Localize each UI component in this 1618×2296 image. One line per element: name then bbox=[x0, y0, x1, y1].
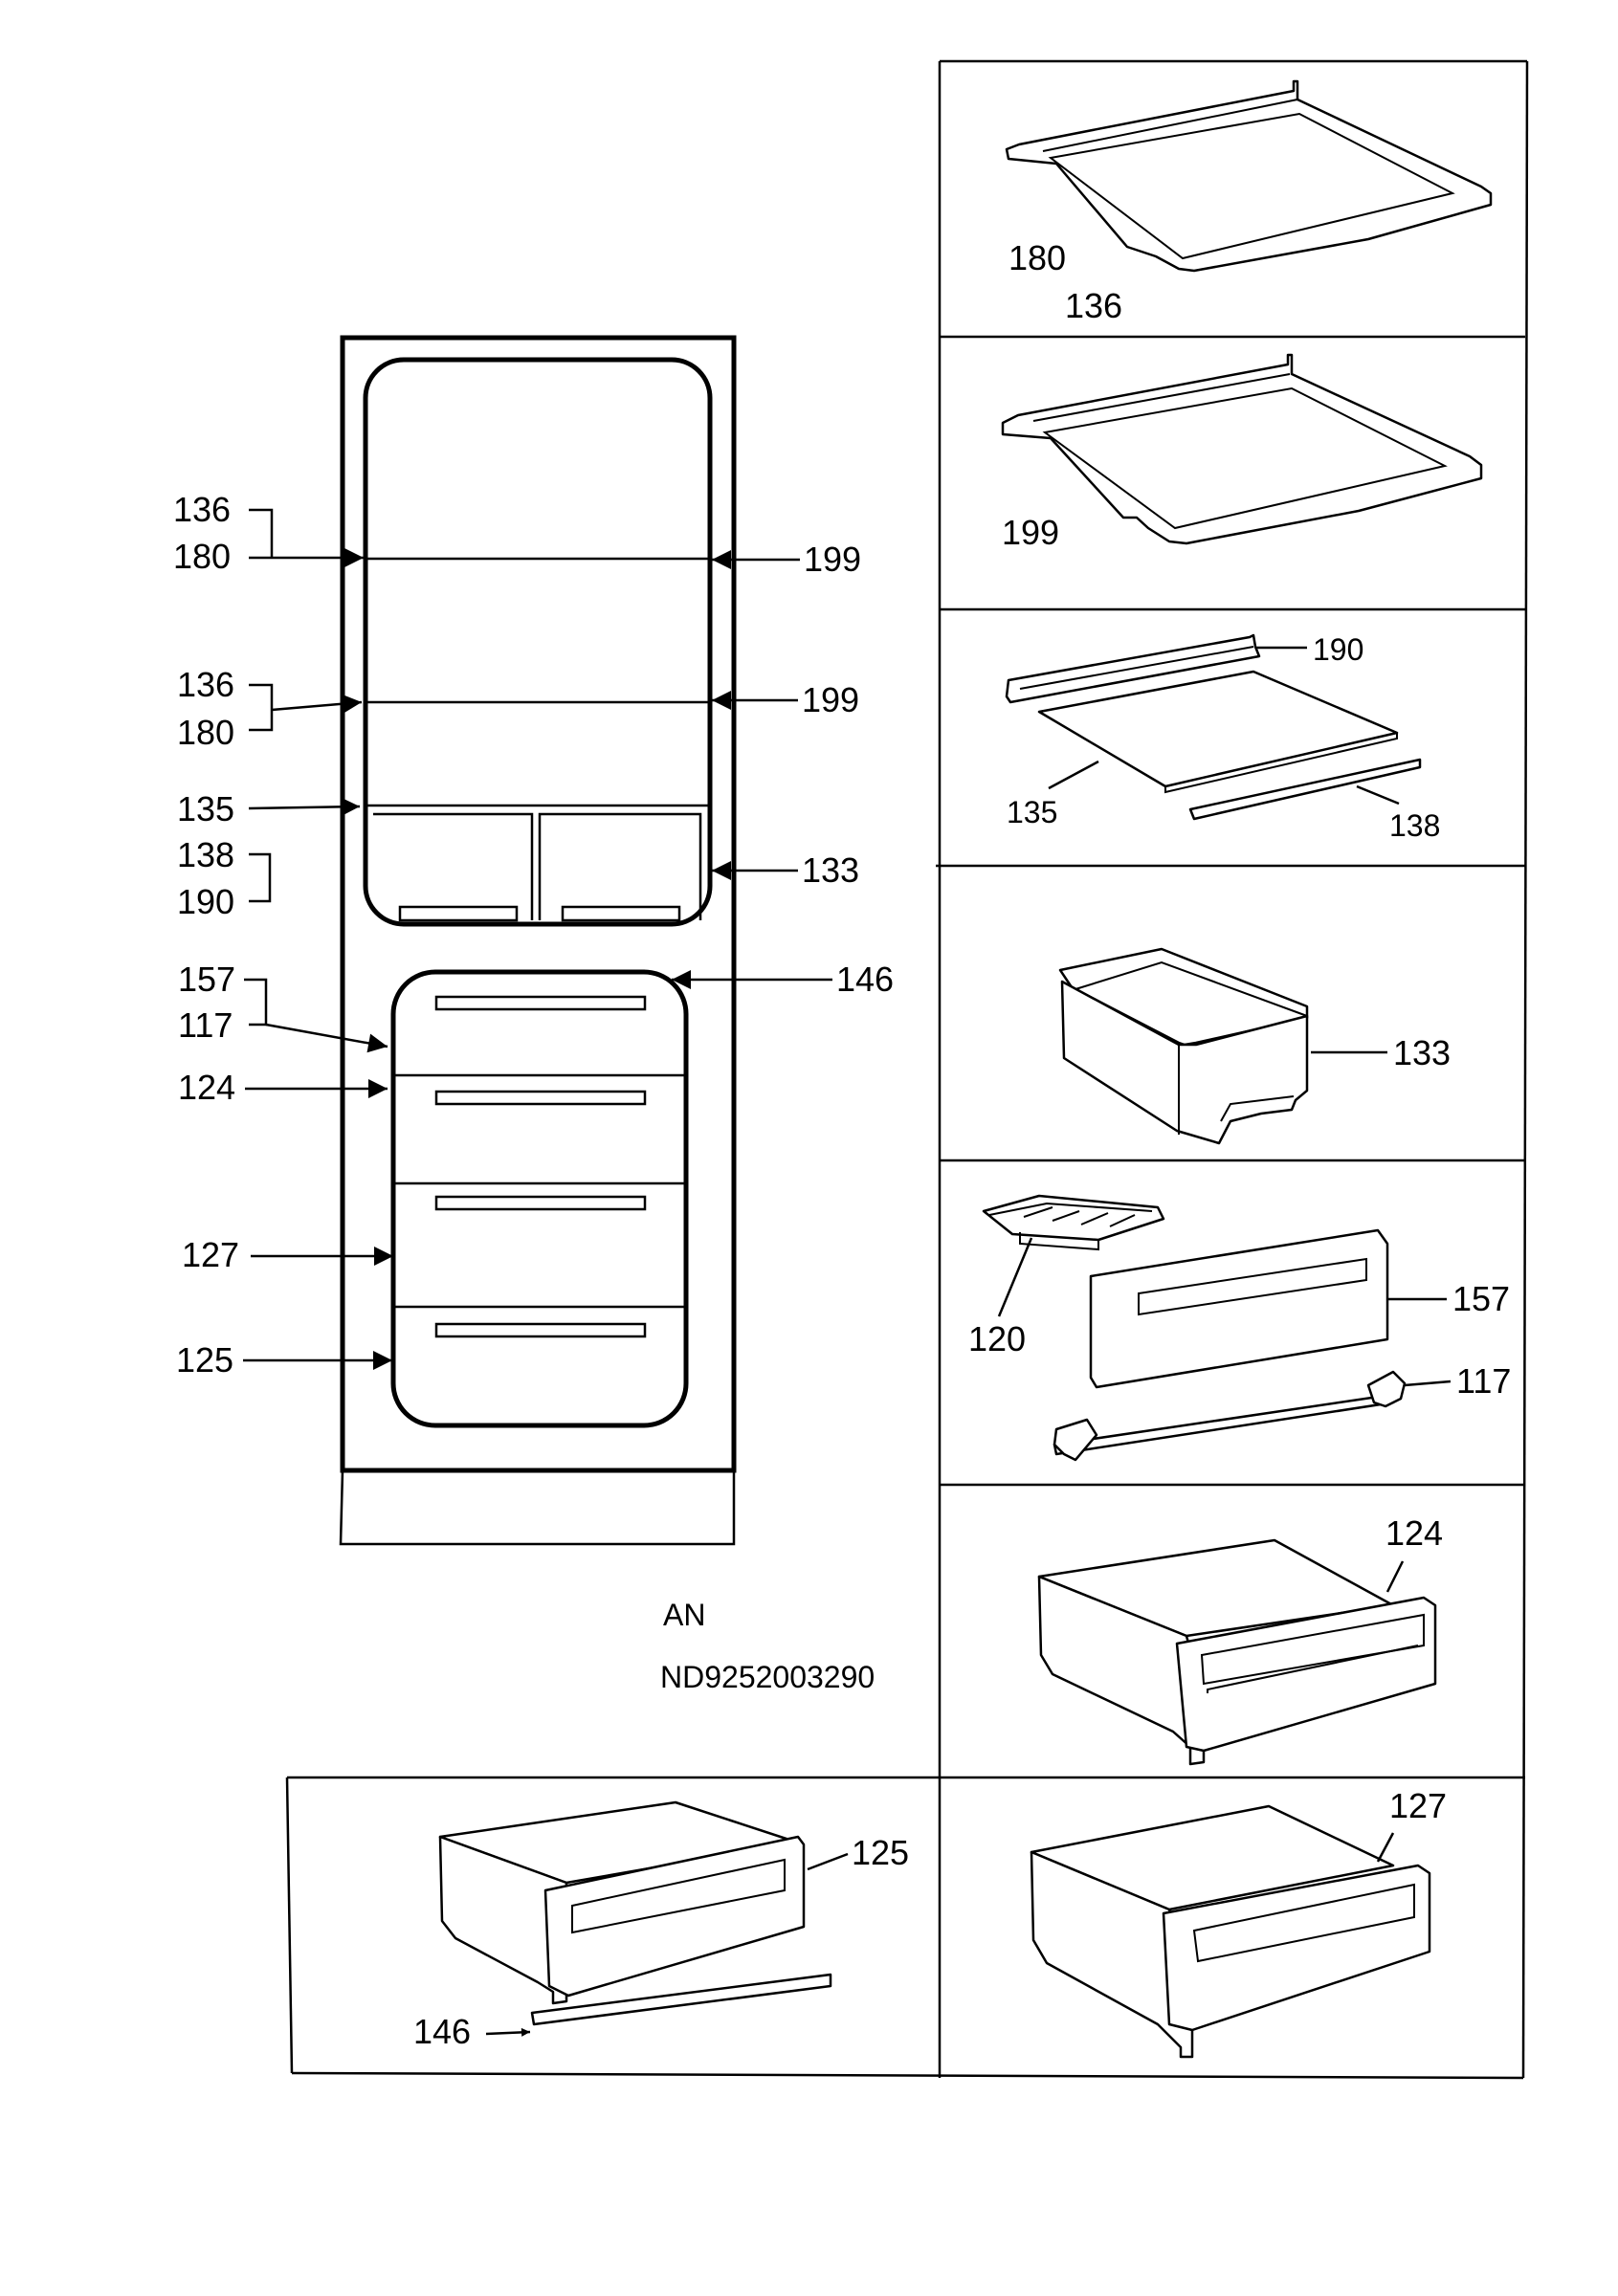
drawer-handle-2 bbox=[434, 1195, 647, 1211]
drawer-handle-3 bbox=[434, 1322, 647, 1338]
model-code: AN bbox=[663, 1598, 705, 1632]
label-117: 117 bbox=[178, 1005, 233, 1045]
p5-label-117: 117 bbox=[1456, 1361, 1511, 1401]
p7-label-146: 146 bbox=[413, 2012, 471, 2051]
p1-label-180: 180 bbox=[1008, 238, 1066, 277]
p6-label-124: 124 bbox=[1385, 1513, 1443, 1553]
crisper-left-handle bbox=[398, 905, 519, 922]
arrow-crisper-cover bbox=[248, 797, 361, 817]
p3-label-190: 190 bbox=[1313, 632, 1363, 667]
crisper-right-handle bbox=[561, 905, 681, 922]
panel-freezer-flap: 120 157 117 bbox=[968, 1194, 1511, 1462]
freezer-compartment bbox=[390, 969, 689, 1428]
panel-shelf-180: 180 136 bbox=[1005, 79, 1493, 325]
p8-label-127: 127 bbox=[1389, 1786, 1447, 1825]
right-callouts: 199 199 133 146 bbox=[672, 540, 894, 999]
label-124: 124 bbox=[178, 1068, 235, 1107]
crisper-left bbox=[373, 812, 534, 920]
freezer-flap-handle bbox=[434, 995, 647, 1011]
label-127: 127 bbox=[182, 1235, 239, 1274]
panel-grid bbox=[285, 59, 1529, 2080]
p5-label-157: 157 bbox=[1452, 1279, 1510, 1318]
label-146: 146 bbox=[836, 960, 894, 999]
p3-label-135: 135 bbox=[1007, 795, 1057, 829]
plinth bbox=[339, 1469, 736, 1546]
p3-label-138: 138 bbox=[1389, 808, 1440, 843]
label-199-top: 199 bbox=[804, 540, 861, 579]
fridge-overview bbox=[339, 335, 737, 1546]
label-136-mid: 136 bbox=[177, 665, 234, 704]
label-138: 138 bbox=[177, 835, 234, 874]
cabinet-outline bbox=[340, 335, 737, 1473]
drawer-handle-1 bbox=[434, 1090, 647, 1106]
p1-label-136: 136 bbox=[1065, 286, 1122, 325]
left-callouts: 136 180 136 180 135 138 190 157 117 124 … bbox=[173, 490, 393, 1380]
label-133: 133 bbox=[802, 850, 859, 890]
label-180-mid: 180 bbox=[177, 713, 234, 752]
p4-label-133: 133 bbox=[1393, 1033, 1451, 1072]
panel-crisper-bin: 133 bbox=[1058, 947, 1451, 1145]
part-number-code: ND9252003290 bbox=[660, 1660, 875, 1694]
panel-drawer-124: 124 bbox=[1037, 1513, 1443, 1766]
panel-shelf-199: 199 bbox=[1001, 353, 1483, 552]
label-199-mid: 199 bbox=[802, 680, 859, 719]
panel-crisper-cover: 190 135 138 bbox=[1005, 632, 1440, 843]
label-190: 190 bbox=[177, 882, 234, 921]
label-157: 157 bbox=[178, 960, 235, 999]
panel-drawer-125: 125 146 bbox=[413, 1800, 909, 2051]
arrow-flap bbox=[265, 1023, 388, 1053]
panel-drawer-127: 127 bbox=[1030, 1786, 1447, 2059]
p7-label-125: 125 bbox=[852, 1833, 909, 1872]
label-135: 135 bbox=[177, 789, 234, 828]
p2-label-199: 199 bbox=[1002, 513, 1059, 552]
label-136-top: 136 bbox=[173, 490, 231, 529]
fridge-compartment bbox=[363, 357, 713, 927]
arrow-shelf2 bbox=[271, 694, 363, 714]
p5-label-120: 120 bbox=[968, 1319, 1026, 1358]
crisper-right bbox=[538, 812, 702, 920]
label-180-top: 180 bbox=[173, 537, 231, 576]
label-125: 125 bbox=[176, 1340, 233, 1380]
